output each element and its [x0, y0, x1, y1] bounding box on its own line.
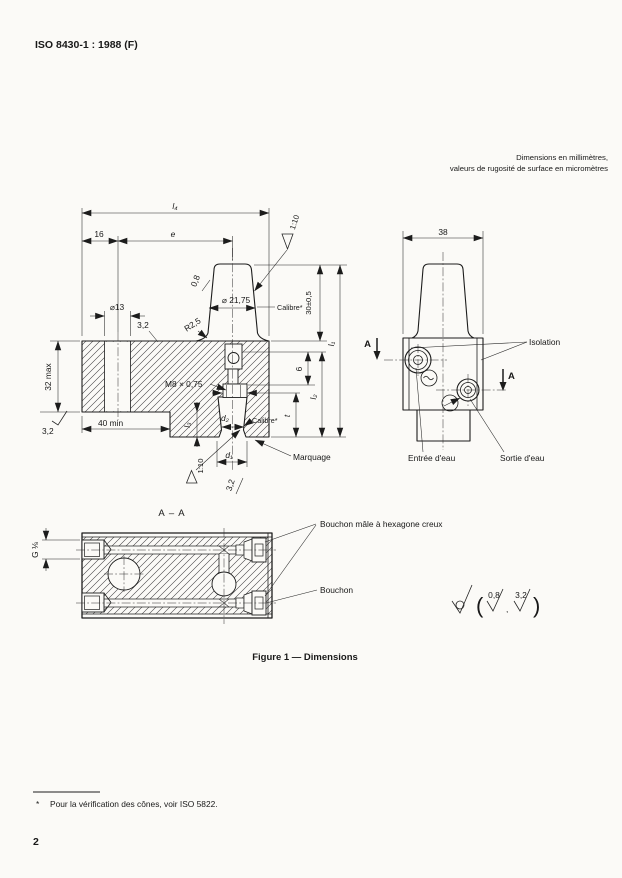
water-outlet-port — [456, 378, 480, 402]
dim-d2-label: d₂ — [221, 413, 230, 423]
sortie-label: Sortie d'eau — [500, 453, 545, 463]
dim-16-label: 16 — [94, 229, 104, 239]
bouchon-male-label: Bouchon mâle à hexagone creux — [320, 519, 443, 529]
thread-cavity — [222, 383, 248, 398]
section-label-a-right: A — [508, 371, 515, 382]
rough-left-label: 3,2 — [42, 426, 54, 436]
dim-6-label: 6 — [294, 366, 304, 371]
section-marker-right: A — [499, 369, 515, 391]
footnote-marker: * — [36, 799, 40, 809]
thread-label: M8 × 0,75 — [165, 379, 203, 389]
taper-bottom-symbol — [185, 469, 198, 484]
dim-t-label: t — [282, 414, 292, 417]
taper-top-label: 1:10 — [288, 214, 301, 231]
roughness-paren-close: ) — [533, 593, 540, 618]
water-inlet-port — [404, 346, 432, 374]
roughness-comma: , — [506, 604, 508, 614]
dim-d1-label: d₁ — [225, 450, 233, 460]
main-view: l₄ 16 e 1:10 0,8 ⌀ 21,75 Calibre* 30±0, — [40, 201, 347, 495]
roughness-value-08: 0,8 — [488, 590, 500, 600]
document-header: ISO 8430-1 : 1988 (F) — [35, 39, 138, 51]
section-aa-view: A – A — [30, 508, 443, 624]
units-note-line2: valeurs de rugosité de surface en microm… — [450, 164, 608, 173]
flow-symbol-arrow — [441, 394, 461, 412]
section-aa-outline — [81, 532, 273, 619]
dim-l4-label: l₄ — [172, 201, 178, 211]
dim-dia13-label: ⌀13 — [110, 302, 125, 312]
dim-e-label: e — [171, 229, 176, 239]
dim-l2-label: l₂ — [308, 394, 318, 400]
roughness-value-32: 3,2 — [515, 590, 527, 600]
footnote-text: Pour la vérification des cônes, voir ISO… — [50, 799, 218, 809]
units-note-line1: Dimensions en millimètres, — [516, 153, 608, 162]
section-marker-left: A — [364, 338, 381, 360]
figure-caption: Figure 1 — Dimensions — [252, 652, 358, 663]
section-label-a-left: A — [364, 339, 371, 350]
cavity-stem — [227, 368, 239, 385]
side-cone — [411, 263, 475, 339]
side-base — [416, 409, 471, 442]
entree-label: Entrée d'eau — [408, 453, 456, 463]
roughness-note: ( 0,8 , 3,2 ) — [451, 584, 540, 618]
dim-dia2175-label: ⌀ 21,75 — [222, 295, 251, 305]
page-number: 2 — [33, 836, 39, 848]
dim-38-label: 38 — [438, 227, 448, 237]
side-view: 38 A A Isolation Entrée d'eau Sortie d'e… — [364, 227, 560, 463]
marquage-label: Marquage — [293, 452, 331, 462]
dim-l3-label: l₃ — [182, 422, 192, 428]
main-view-dimensions: l₄ 16 e 1:10 0,8 ⌀ 21,75 Calibre* 30±0, — [40, 201, 347, 495]
calibre-top-label: Calibre* — [277, 303, 303, 312]
rough-cone-label: 0,8 — [188, 273, 202, 288]
dim-32max-label: 32 max — [43, 362, 53, 390]
section-aa-title: A – A — [158, 508, 185, 519]
dim-r25-label: R2,5 — [182, 315, 203, 333]
dim-30-label: 30±0,5 — [304, 291, 313, 314]
roughness-paren-open: ( — [476, 593, 484, 618]
isolation-label: Isolation — [529, 337, 561, 347]
hole-13 — [104, 341, 131, 412]
rough-bottom-label: 3,2 — [224, 478, 237, 492]
thread-g18-label: G ⅛ — [30, 541, 40, 558]
cross-hole — [227, 352, 240, 364]
flow-symbol-wave — [420, 369, 438, 387]
bouchon-label: Bouchon — [320, 585, 353, 595]
calibre-bottom-label: Calibre* — [252, 416, 278, 425]
dim-l1-label: l₁ — [326, 341, 336, 346]
taper-top-symbol — [281, 233, 294, 251]
rough-top-label: 3,2 — [137, 320, 149, 330]
machining-symbol-circle — [455, 600, 465, 610]
dim-40min-label: 40 min — [98, 418, 123, 428]
